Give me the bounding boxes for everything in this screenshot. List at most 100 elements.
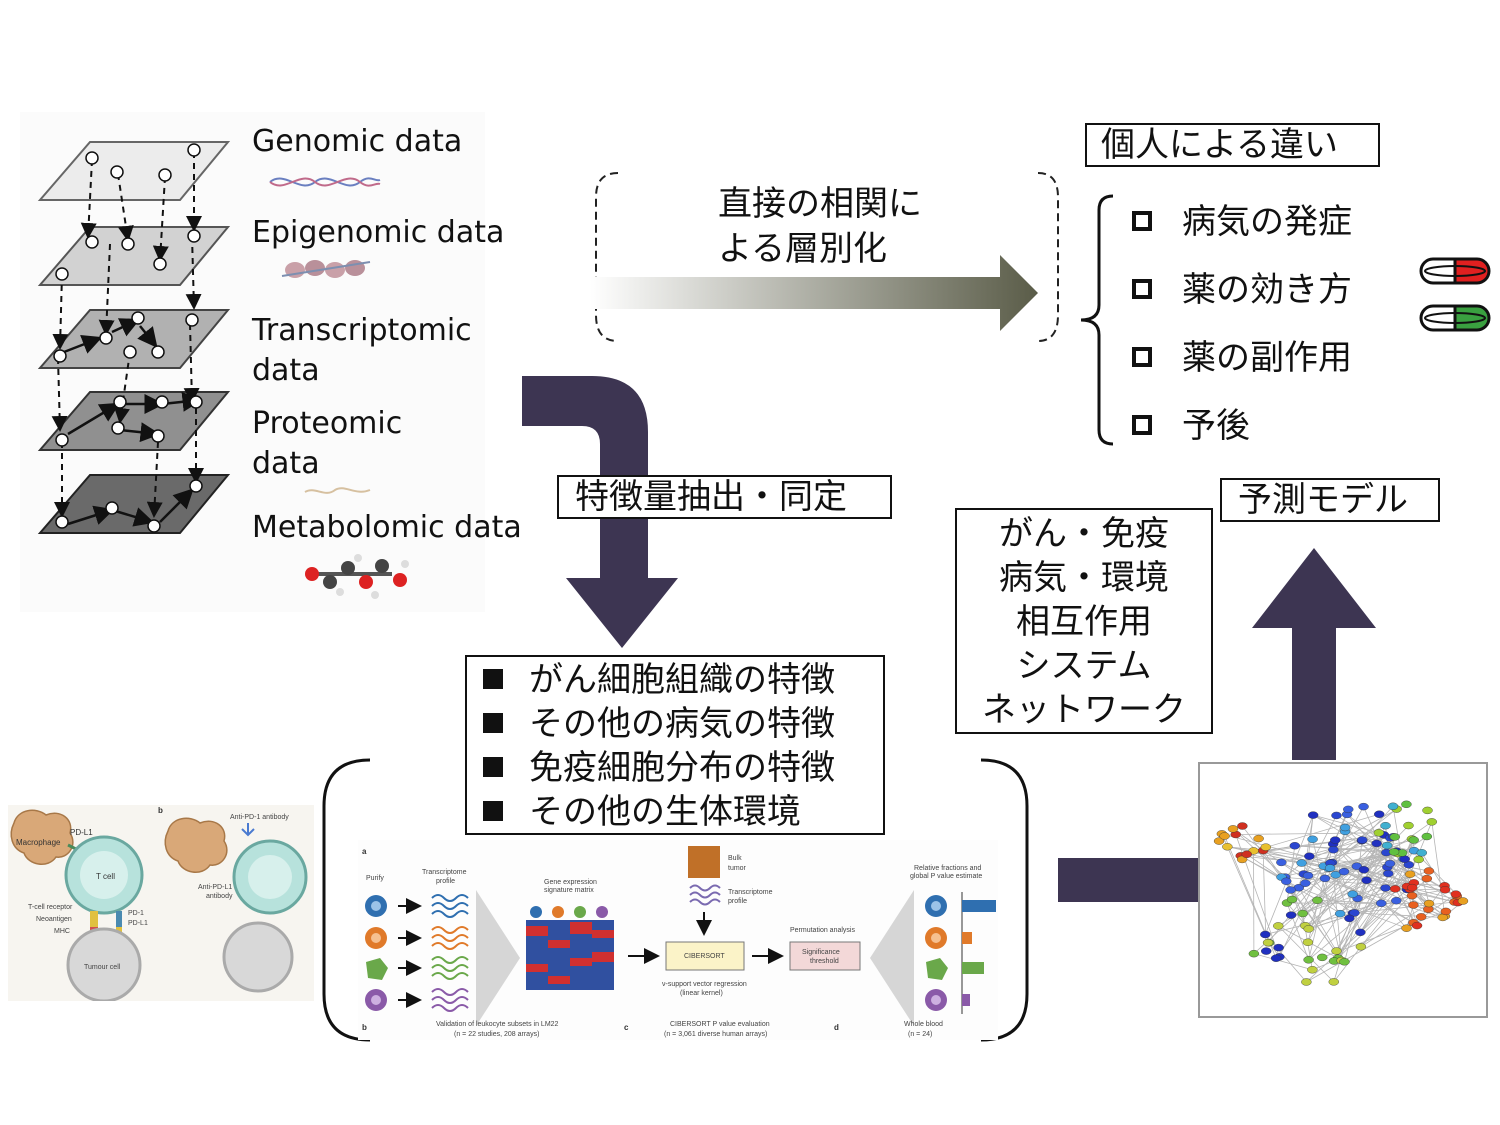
bulk-label: Bulk [728, 855, 742, 862]
network-edge [1301, 862, 1382, 904]
permutation-label: Permutation analysis [790, 927, 855, 934]
network-node [1330, 871, 1341, 879]
network-node [1421, 874, 1433, 883]
relative-fractions-label: Relative fractions and [914, 865, 981, 872]
anti-pd1-label: Anti-PD-1 antibody [230, 814, 289, 821]
network-edge [1301, 825, 1386, 864]
network-node [1260, 843, 1272, 851]
network-node [1300, 879, 1311, 887]
network-node [1307, 811, 1319, 819]
bulk-tumor-image [688, 846, 720, 878]
network-node [1324, 864, 1336, 872]
network-node [1260, 930, 1271, 939]
network-edge [1394, 888, 1443, 918]
network-edge [1361, 806, 1394, 841]
checkbox-icon [1132, 278, 1152, 299]
interaction-line: 病気・環境 [999, 558, 1169, 598]
network-edge [1232, 828, 1354, 914]
network-node [1404, 870, 1416, 878]
network-edge [1363, 821, 1433, 871]
checkbox-icon [1132, 346, 1152, 367]
network-node [1391, 896, 1402, 905]
network-edge [1291, 878, 1326, 900]
network-node [1380, 821, 1391, 830]
network-edge [1333, 900, 1397, 983]
network-edge [1431, 821, 1446, 917]
network-edge [1356, 853, 1399, 867]
network-edge [1337, 900, 1397, 959]
network-edge [1253, 813, 1380, 852]
fraction-cells [925, 895, 948, 1011]
bulk-label-2: tumor [728, 865, 747, 872]
validation-label-2: (n = 22 studies, 208 arrays) [454, 1031, 539, 1038]
network-node [1423, 867, 1435, 875]
omics-layer-stack [20, 112, 485, 612]
tcell-label: T cell [96, 872, 115, 881]
signature-matrix-heatmap [526, 906, 614, 990]
network-node [1262, 938, 1274, 947]
network-node [1302, 938, 1314, 946]
interaction-line: がん・免疫 [999, 514, 1169, 554]
network-node [1376, 899, 1387, 907]
transcriptomic-label-2: data [252, 353, 320, 388]
tumour-cell-icon [66, 927, 142, 1001]
network-node [1331, 811, 1342, 820]
green-pill-icon [1419, 304, 1491, 332]
network-node [1227, 825, 1239, 833]
network-edge [1381, 902, 1414, 924]
list-item: 免疫細胞分布の特徴 [483, 746, 883, 790]
list-item: 薬の副作用 [1132, 336, 1352, 404]
stratification-arrow-group [590, 172, 1059, 342]
network-node [1343, 805, 1354, 814]
network-node [1349, 909, 1360, 917]
network-edge [1221, 833, 1270, 943]
svr-label: ν-support vector regression [662, 981, 747, 988]
network-node [1237, 822, 1248, 830]
network-node [1307, 835, 1318, 843]
feature-list: がん細胞組織の特徴 その他の病気の特徴 免疫細胞分布の特徴 その他の生体環境 [465, 655, 885, 835]
svr-label-2: (linear kernel) [680, 990, 723, 997]
network-node [1416, 849, 1427, 857]
interaction-line: 相互作用 [1016, 602, 1152, 642]
gradient-arrow [590, 255, 1038, 331]
up-arrow [1252, 548, 1376, 760]
network-node [1361, 876, 1372, 884]
fraction-bars [962, 900, 996, 1006]
gene-expression-label: Gene expression [544, 879, 597, 886]
network-edge [1309, 843, 1377, 857]
tcell-icon [64, 835, 144, 915]
network-node [1317, 953, 1328, 962]
network-node [1383, 869, 1394, 878]
network-node [1338, 867, 1350, 876]
panel-d-label: d [834, 1023, 839, 1032]
network-edge [1308, 825, 1409, 930]
network-node [1408, 901, 1419, 909]
network-edge [1298, 887, 1337, 952]
network-node [1407, 883, 1418, 892]
feature-extraction-label: 特徴量抽出・同定 [557, 475, 892, 519]
chromatin-icon [281, 260, 371, 278]
network-node [1355, 928, 1366, 937]
network-node [1213, 837, 1225, 845]
tp2-label: Transcriptome [728, 889, 773, 896]
cell-icons [365, 895, 388, 1011]
network-node [1222, 843, 1233, 851]
network-node [1388, 848, 1400, 856]
bulk-profile-icon [689, 884, 721, 906]
network-node [1289, 842, 1300, 850]
network-edge [1301, 839, 1414, 864]
proteomic-label-2: data [252, 446, 320, 481]
dna-icon [269, 177, 381, 187]
network-node [1389, 885, 1401, 893]
network-node [1387, 802, 1399, 810]
network-node [1440, 907, 1452, 916]
transcriptome-profile-label: Transcriptome [422, 869, 467, 876]
network-node [1328, 978, 1339, 986]
metabolomic-label: Metabolomic data [252, 510, 522, 545]
network-node [1416, 913, 1427, 921]
network-node [1241, 850, 1252, 858]
network-node [1285, 911, 1297, 919]
connector-bar [1058, 858, 1198, 902]
interaction-line: ネットワーク [982, 690, 1186, 730]
network-node [1219, 832, 1230, 840]
